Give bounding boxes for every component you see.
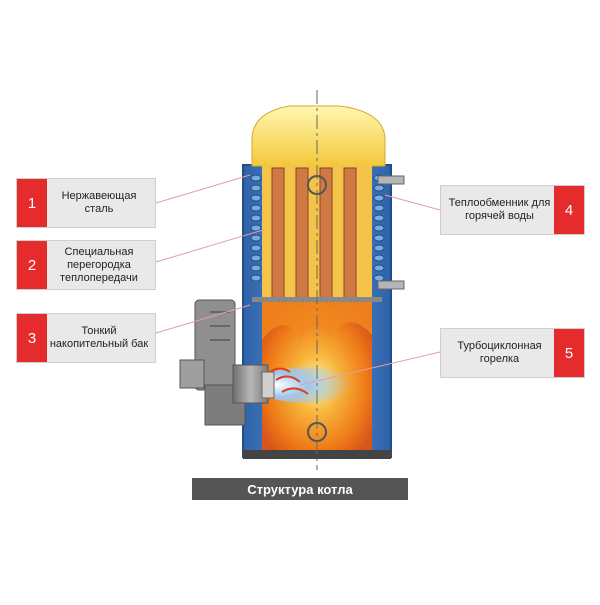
- callout-4: Теплообменник для горячей воды 4: [440, 185, 585, 235]
- flue-pipe: [271, 167, 285, 301]
- callout-label: Тонкий накопительный бак: [49, 325, 149, 350]
- callout-number: 4: [554, 186, 584, 234]
- diagram-caption: Структура котла: [192, 478, 408, 500]
- callout-2: 2 Специальная перегородка теплопередачи: [16, 240, 156, 290]
- burner-flame: [257, 367, 353, 403]
- callout-label: Теплообменник для горячей воды: [448, 197, 551, 222]
- callout-number: 2: [17, 241, 47, 289]
- callout-number: 1: [17, 179, 47, 227]
- flue-pipe: [343, 167, 357, 301]
- leader-line-3: [155, 304, 251, 334]
- callout-label: Нержавеющая сталь: [61, 190, 137, 215]
- coil-left: [250, 174, 262, 282]
- burner-flame-swirl: [269, 367, 309, 395]
- leader-line-4: [384, 194, 441, 211]
- callout-3: 3 Тонкий накопительный бак: [16, 313, 156, 363]
- boiler-dome: [251, 105, 386, 167]
- callout-5: Турбоциклонная горелка 5: [440, 328, 585, 378]
- burner-unit: [179, 299, 275, 426]
- leader-line-5: [299, 351, 441, 386]
- leader-line-2: [155, 229, 264, 263]
- flue-pipe: [295, 167, 309, 301]
- hot-water-pipe-bottom: [377, 280, 405, 290]
- callout-label: Специальная перегородка теплопередачи: [60, 245, 138, 284]
- hot-water-pipe-top: [377, 175, 405, 185]
- callout-label: Турбоциклонная горелка: [457, 340, 542, 365]
- callout-number: 3: [17, 314, 47, 362]
- boiler-base: [243, 450, 391, 459]
- callout-1: 1 Нержавеющая сталь: [16, 178, 156, 228]
- callout-number: 5: [554, 329, 584, 377]
- leader-line-1: [155, 174, 251, 204]
